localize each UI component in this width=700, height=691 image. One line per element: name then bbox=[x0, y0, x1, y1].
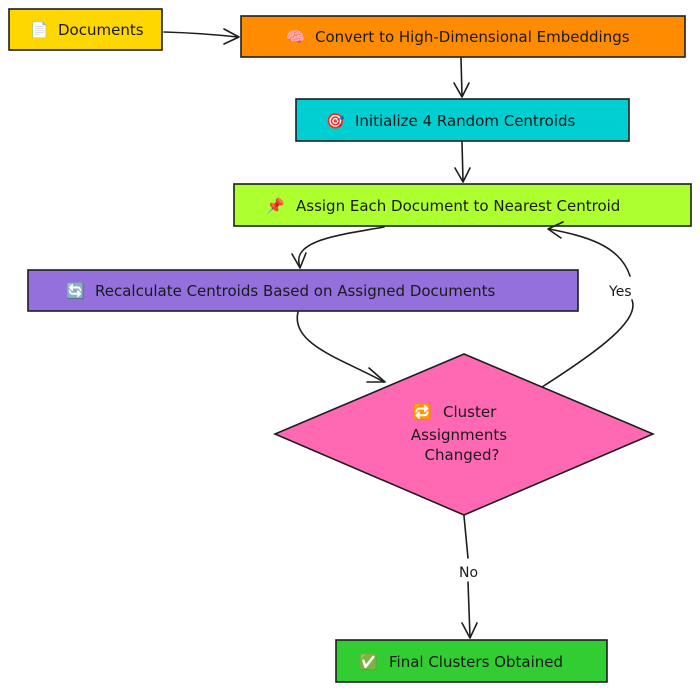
node-embeddings-label: Convert to High-Dimensional Embeddings bbox=[315, 28, 630, 46]
edge-initialize-to-assign bbox=[454, 141, 471, 183]
edge-label-yes: Yes bbox=[608, 284, 632, 300]
edge-decision-no-to-final bbox=[461, 515, 478, 639]
node-decision-icon: 🔁 bbox=[413, 403, 432, 421]
node-embeddings-box bbox=[240, 15, 686, 58]
node-assign-documents-label: Assign Each Document to Nearest Centroid bbox=[296, 197, 620, 215]
edge-documents-to-embeddings bbox=[163, 28, 240, 45]
edge-label-no: No bbox=[459, 565, 478, 581]
node-documents-icon: 📄 bbox=[30, 21, 49, 39]
node-assign-documents-icon: 📌 bbox=[266, 196, 285, 215]
node-decision[interactable]: 🔁 Cluster Assignments Changed? bbox=[272, 353, 656, 516]
node-assign-documents-box bbox=[233, 183, 692, 227]
node-recalculate-centroids-box bbox=[27, 269, 579, 312]
node-recalculate-centroids[interactable]: 🔄 Recalculate Centroids Based on Assigne… bbox=[27, 269, 579, 312]
node-decision-line-1: Cluster bbox=[443, 403, 497, 421]
node-final-clusters[interactable]: ✅ Final Clusters Obtained bbox=[335, 639, 608, 683]
node-initialize-centroids-label: Initialize 4 Random Centroids bbox=[355, 112, 576, 130]
node-recalculate-centroids-label: Recalculate Centroids Based on Assigned … bbox=[95, 282, 496, 300]
node-decision-line-3: Changed? bbox=[425, 446, 500, 464]
node-assign-documents[interactable]: 📌 Assign Each Document to Nearest Centro… bbox=[233, 183, 692, 227]
node-embeddings-icon: 🧠 bbox=[286, 28, 305, 46]
node-documents-box bbox=[8, 8, 163, 51]
node-embeddings[interactable]: 🧠 Convert to High-Dimensional Embeddings bbox=[240, 15, 686, 58]
node-final-clusters-label: Final Clusters Obtained bbox=[389, 653, 563, 671]
edge-recalculate-to-decision bbox=[296, 311, 386, 383]
node-documents[interactable]: 📄 Documents bbox=[8, 8, 163, 51]
edge-decision-yes-to-assign bbox=[541, 221, 634, 388]
node-final-clusters-box bbox=[335, 639, 608, 683]
node-initialize-centroids-icon: 🎯 bbox=[326, 112, 345, 130]
node-initialize-centroids[interactable]: 🎯 Initialize 4 Random Centroids bbox=[295, 98, 630, 142]
node-recalculate-centroids-icon: 🔄 bbox=[66, 282, 85, 300]
edge-assign-to-recalculate bbox=[291, 226, 385, 269]
node-initialize-centroids-box bbox=[295, 98, 630, 142]
node-decision-diamond bbox=[272, 353, 656, 516]
node-decision-line-2: Assignments bbox=[411, 426, 507, 444]
node-final-clusters-icon: ✅ bbox=[359, 653, 378, 671]
edge-embeddings-to-initialize bbox=[453, 57, 470, 98]
node-documents-label: Documents bbox=[58, 21, 144, 39]
